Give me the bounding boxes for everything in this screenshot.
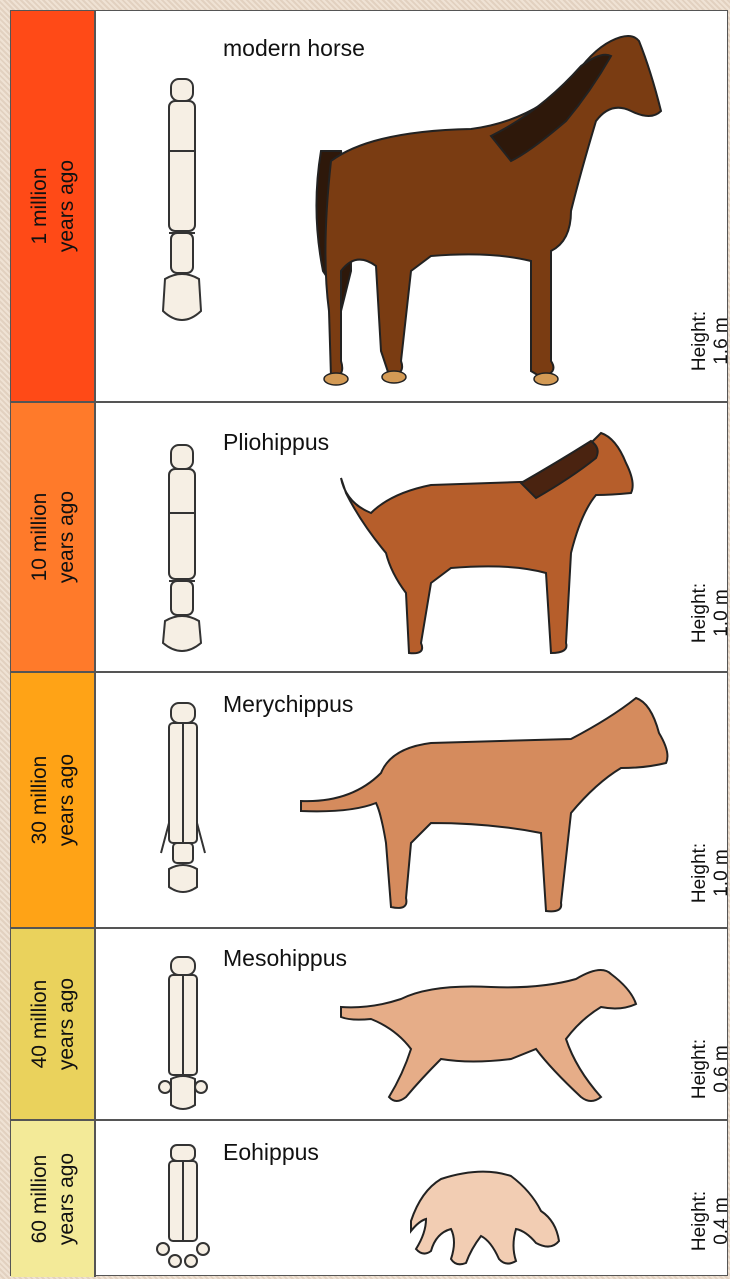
height-value: 1.0 m bbox=[711, 843, 730, 903]
row-mesohippus: 40 million years ago Mesohippus Height: … bbox=[11, 929, 727, 1121]
horse-body bbox=[341, 970, 636, 1101]
horse-body bbox=[411, 1172, 559, 1265]
height-label: Height: bbox=[689, 1039, 711, 1099]
foot-bone-icon bbox=[159, 957, 207, 1109]
row-merychippus: 30 million years ago Merychippus Height: bbox=[11, 673, 727, 929]
modern-horse-illustration bbox=[11, 11, 727, 403]
horse-body bbox=[316, 36, 661, 377]
row-pliohippus: 10 million years ago Pliohippus Height: bbox=[11, 403, 727, 673]
mesohippus-illustration bbox=[11, 929, 727, 1121]
foot-bone-icon bbox=[163, 445, 201, 651]
foot-bone-icon bbox=[157, 1145, 209, 1267]
row-modern-horse: 1 million years ago modern horse bbox=[11, 11, 727, 403]
height-value: 0.6 m bbox=[711, 1039, 730, 1099]
merychippus-illustration bbox=[11, 673, 727, 929]
row-eohippus: 60 million years ago Eohippus Height: bbox=[11, 1121, 727, 1277]
height-label: Height: bbox=[689, 583, 711, 643]
horse-body bbox=[301, 698, 667, 911]
pliohippus-illustration bbox=[11, 403, 727, 673]
height-value: 1.0 m bbox=[711, 583, 730, 643]
horse-body bbox=[341, 433, 633, 653]
height-label: Height: bbox=[689, 311, 711, 371]
height-value: 0.4 m bbox=[711, 1191, 730, 1251]
foot-bone-icon bbox=[161, 703, 205, 892]
height-label: Height: bbox=[689, 1191, 711, 1251]
foot-bone-icon bbox=[163, 79, 201, 320]
eohippus-illustration bbox=[11, 1121, 727, 1277]
horse-evolution-chart: 1 million years ago modern horse bbox=[10, 10, 728, 1276]
height-value: 1.6 m bbox=[711, 311, 730, 371]
height-label: Height: bbox=[689, 843, 711, 903]
